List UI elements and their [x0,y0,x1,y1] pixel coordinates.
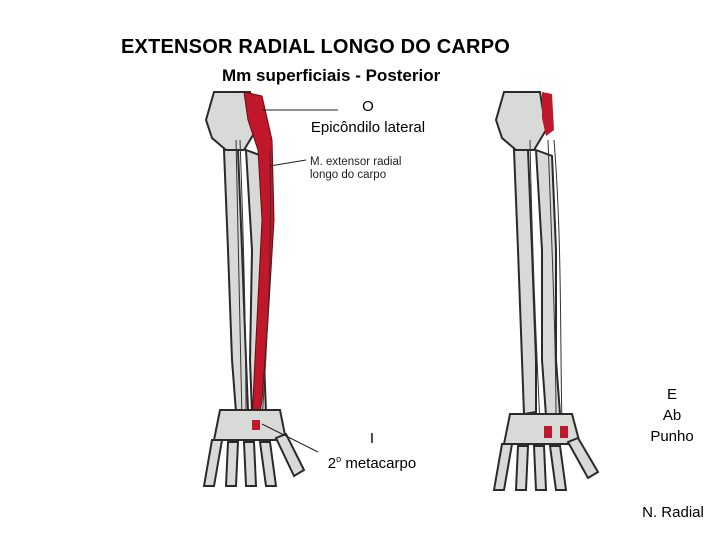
insertion-text: 2o metacarpo [327,454,417,472]
action-line2: Ab [662,407,682,424]
insertion-letter: I [369,430,375,447]
origin-letter: O [362,98,374,115]
page-title: EXTENSOR RADIAL LONGO DO CARPO [121,36,510,58]
right-humerus [494,91,548,151]
action-line3: Punho [650,428,694,445]
origin-text: Epicôndilo lateral [310,119,426,136]
right-muscle-insertion-2 [560,426,568,438]
action-letter: E [666,386,677,403]
right-radius [534,148,562,418]
right-hand-bones [492,436,600,491]
left-forearm-figure [202,91,306,487]
action-label: E Ab Punho [636,384,708,447]
book-label-line2: longo do carpo [310,169,387,181]
left-carpals [212,409,288,441]
book-label-line1: M. extensor radial [310,156,402,168]
left-hand-bones [202,432,306,487]
right-forearm-figure [492,91,600,491]
right-muscle-origin [542,92,554,136]
page-subtitle: Mm superficiais - Posterior [222,66,441,85]
book-muscle-label: M. extensor radial longo do carpo [310,156,401,182]
right-carpals [502,413,582,445]
nerve-label: N. Radial [642,504,704,521]
right-ulna [512,149,537,416]
origin-label: O Epicôndilo lateral [298,96,438,138]
insertion-label: I 2o metacarpo [306,428,438,474]
right-muscle-insertion-1 [544,426,552,438]
